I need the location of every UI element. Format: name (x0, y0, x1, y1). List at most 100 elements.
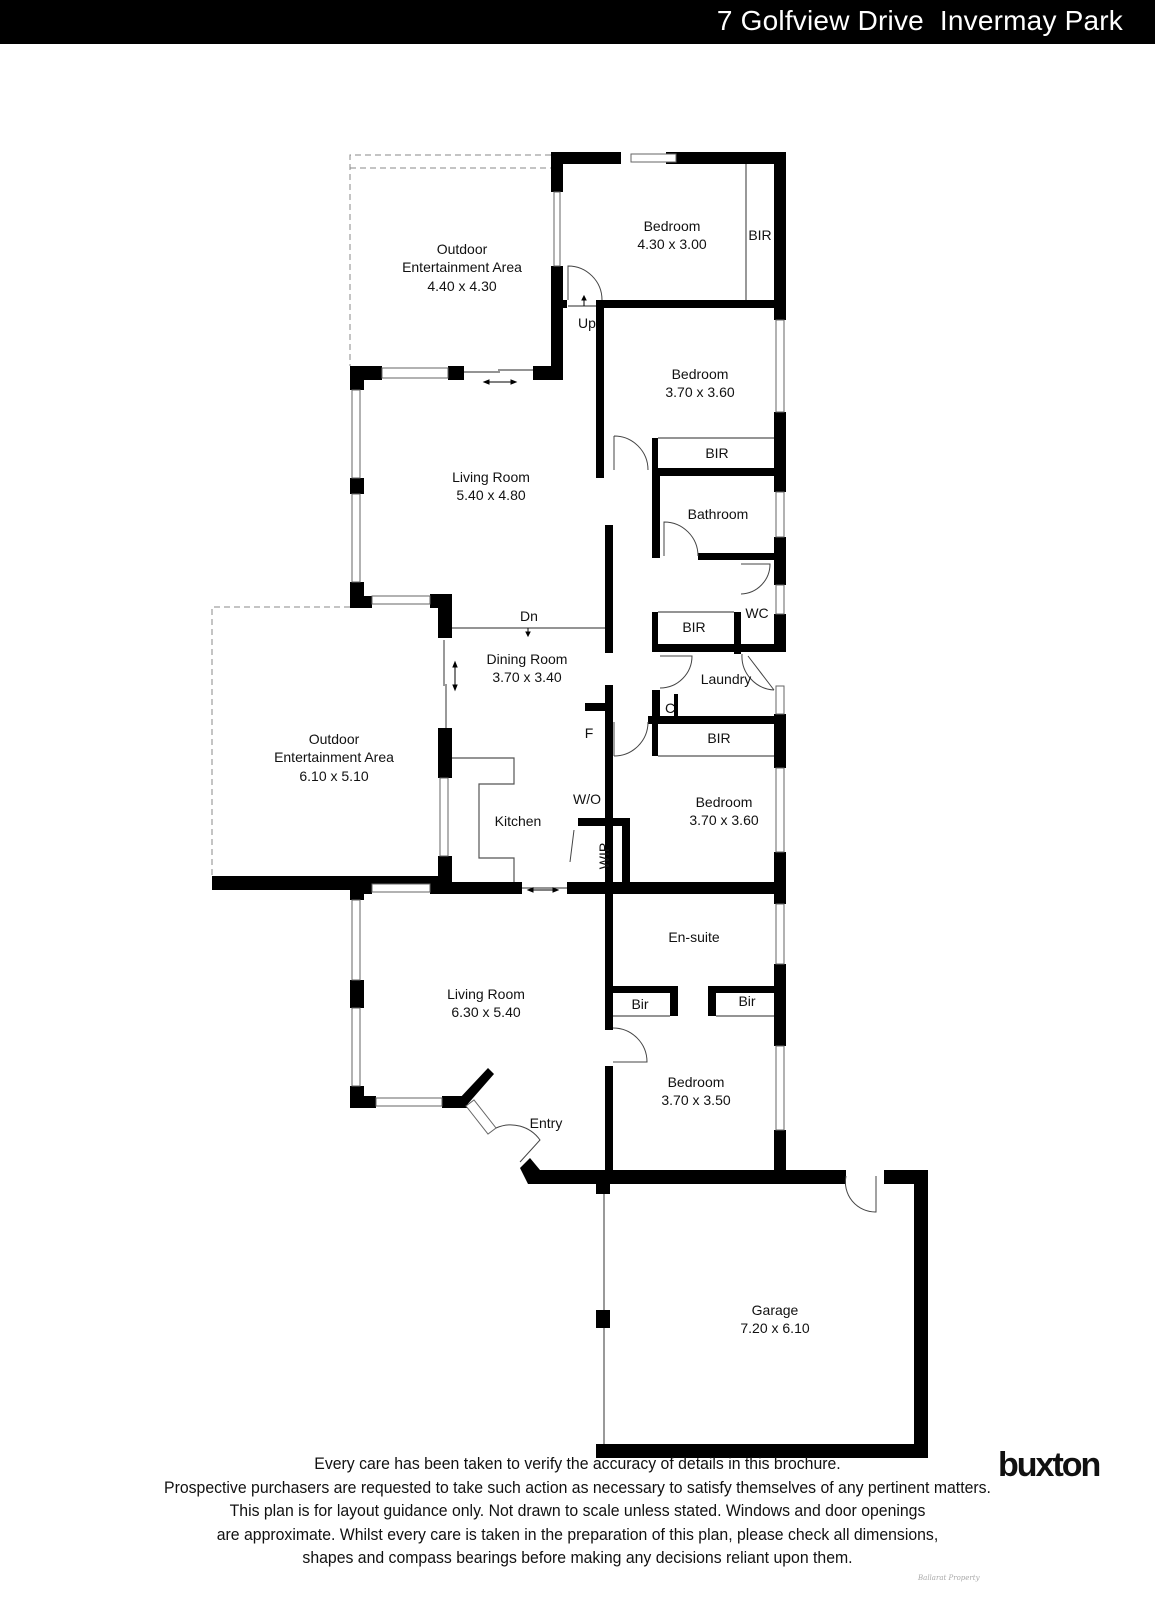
window (553, 191, 561, 267)
wall (578, 818, 630, 826)
window (371, 595, 431, 605)
wall (774, 964, 786, 1046)
wall (596, 1444, 928, 1458)
wall (774, 537, 786, 585)
wall (622, 818, 630, 888)
window (775, 319, 785, 413)
fixtures (443, 164, 774, 1444)
doors (495, 265, 877, 1213)
wall (551, 152, 563, 192)
window (375, 1097, 443, 1107)
disclaimer-line: This plan is for layout guidance only. N… (229, 1501, 926, 1520)
room-name-bedroom-2: Bedroom (672, 366, 729, 382)
wall (605, 525, 613, 653)
wall-oven-label: W/O (573, 791, 601, 807)
room-name-living-2: Living Room (447, 986, 525, 1002)
door-swing (741, 653, 775, 691)
wall (438, 594, 452, 638)
slide-arrow-icon (452, 684, 458, 692)
cupboard-label: C (665, 700, 675, 716)
door-swing (613, 435, 649, 471)
wall (585, 703, 607, 711)
wall (350, 478, 364, 494)
wall (520, 1158, 540, 1184)
wall (605, 685, 613, 885)
header-bar: 7 Golfview Drive Invermay Park (0, 0, 1155, 44)
room-name-living-1: Living Room (452, 469, 530, 485)
outdoor-2-outline (211, 606, 350, 876)
room-dims-garage: 7.20 x 6.10 (740, 1320, 809, 1336)
property-address-title: 7 Golfview Drive Invermay Park (716, 5, 1123, 36)
arrows (452, 294, 587, 893)
wall (596, 1444, 606, 1458)
room-dims-bedroom-2: 3.70 x 3.60 (665, 384, 734, 400)
disclaimer-line: Prospective purchasers are requested to … (164, 1477, 991, 1497)
wall (596, 1184, 610, 1194)
kitchen-counter (452, 757, 515, 882)
room-name-outdoor-2: Outdoor (309, 731, 360, 747)
window (775, 584, 785, 615)
window (371, 883, 431, 893)
window (775, 903, 785, 965)
room-dims-bedroom-3: 3.70 x 3.60 (689, 812, 758, 828)
wall (610, 986, 678, 993)
window (775, 491, 785, 538)
window (351, 389, 361, 479)
down-arrow-icon (525, 631, 531, 638)
wall (438, 728, 452, 778)
bir-label: BIR (748, 227, 771, 243)
window (465, 1099, 497, 1135)
window (381, 367, 449, 379)
wall (652, 468, 660, 558)
window (775, 767, 785, 853)
disclaimer-line: Every care has been taken to verify the … (314, 1454, 841, 1473)
wall (652, 644, 786, 652)
door-swing (612, 1027, 648, 1063)
room-name-outdoor-2-line2: Entertainment Area (274, 749, 394, 765)
outdoor-1-outline (349, 154, 551, 366)
wall (652, 716, 658, 756)
bir-label: BIR (707, 730, 730, 746)
room-name-garage: Garage (752, 1302, 799, 1318)
room-name-ensuite: En-suite (668, 929, 720, 945)
windows (351, 153, 785, 1135)
wall (596, 300, 786, 308)
wall (605, 1066, 613, 1176)
wall (652, 690, 660, 724)
slide-arrow-icon (452, 660, 458, 668)
wall (605, 890, 613, 1030)
room-name-entry: Entry (530, 1115, 563, 1131)
window (630, 153, 677, 163)
buxton-logo: buxton (998, 1446, 1101, 1484)
room-name-kitchen: Kitchen (495, 813, 542, 829)
wall (914, 1170, 928, 1458)
room-name-bedroom-4: Bedroom (668, 1074, 725, 1090)
wall (350, 596, 372, 608)
wall (774, 614, 786, 650)
up-arrow-icon (581, 294, 587, 301)
room-name-laundry: Laundry (701, 671, 752, 687)
room-dims-bedroom-1: 4.30 x 3.00 (637, 236, 706, 252)
window (351, 899, 361, 981)
room-name-bedroom-3: Bedroom (696, 794, 753, 810)
wall (708, 986, 786, 993)
wall (350, 882, 364, 900)
wall (774, 412, 786, 492)
wall (551, 152, 621, 164)
window (351, 1007, 361, 1087)
slide-arrow-icon (526, 887, 534, 893)
disclaimer: Every care has been taken to verify the … (40, 1452, 1114, 1570)
slide-arrow-icon (510, 379, 518, 385)
bir-label: BIR (705, 445, 728, 461)
bir-label: Bir (631, 996, 648, 1012)
disclaimer-line: shapes and compass bearings before makin… (302, 1548, 853, 1567)
wall (698, 553, 786, 560)
wall (458, 1068, 494, 1106)
wall (652, 438, 658, 482)
room-name-bedroom-1: Bedroom (644, 218, 701, 234)
wall (652, 468, 786, 476)
wall (448, 366, 464, 380)
fridge-label: F (585, 725, 594, 741)
room-name-outdoor-1-line2: Entertainment Area (402, 259, 522, 275)
